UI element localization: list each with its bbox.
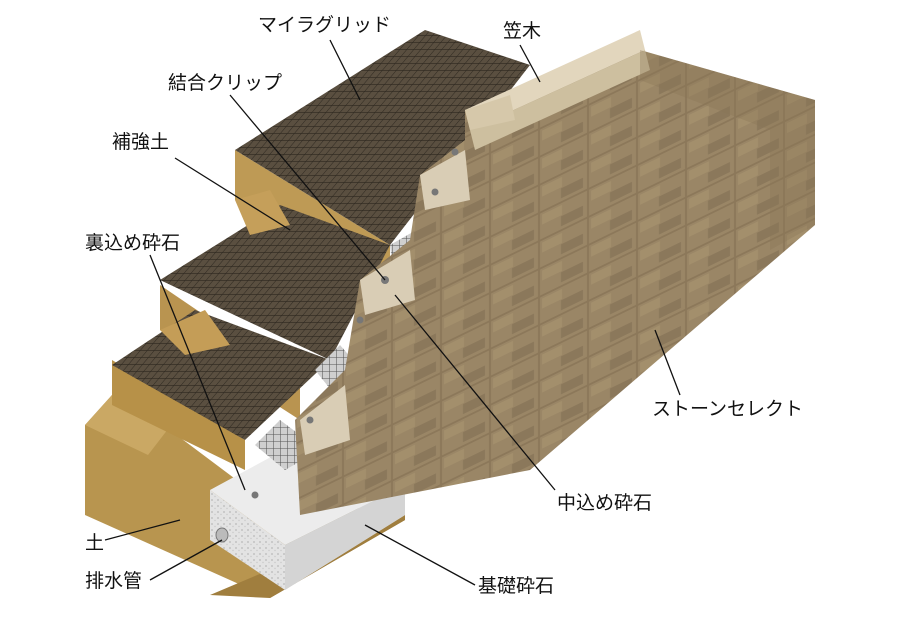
label-reinforced-soil: 補強土 <box>112 131 170 153</box>
drain-pipe <box>215 527 229 543</box>
stone-select-wall <box>295 30 815 515</box>
label-stone-select: ストーンセレクト <box>652 398 804 420</box>
label-myra-grid: マイラグリッド <box>258 14 392 36</box>
label-soil: 土 <box>85 532 105 554</box>
leader-lines <box>104 39 681 586</box>
label-drain-pipe: 排水管 <box>85 570 143 592</box>
label-kasagi: 笠木 <box>503 20 542 42</box>
label-base-stone: 基礎砕石 <box>478 575 555 597</box>
label-core-stone: 中込め砕石 <box>557 492 653 514</box>
label-clip: 結合クリップ <box>168 72 283 94</box>
label-backfill-stone: 裏込め砕石 <box>85 232 181 254</box>
